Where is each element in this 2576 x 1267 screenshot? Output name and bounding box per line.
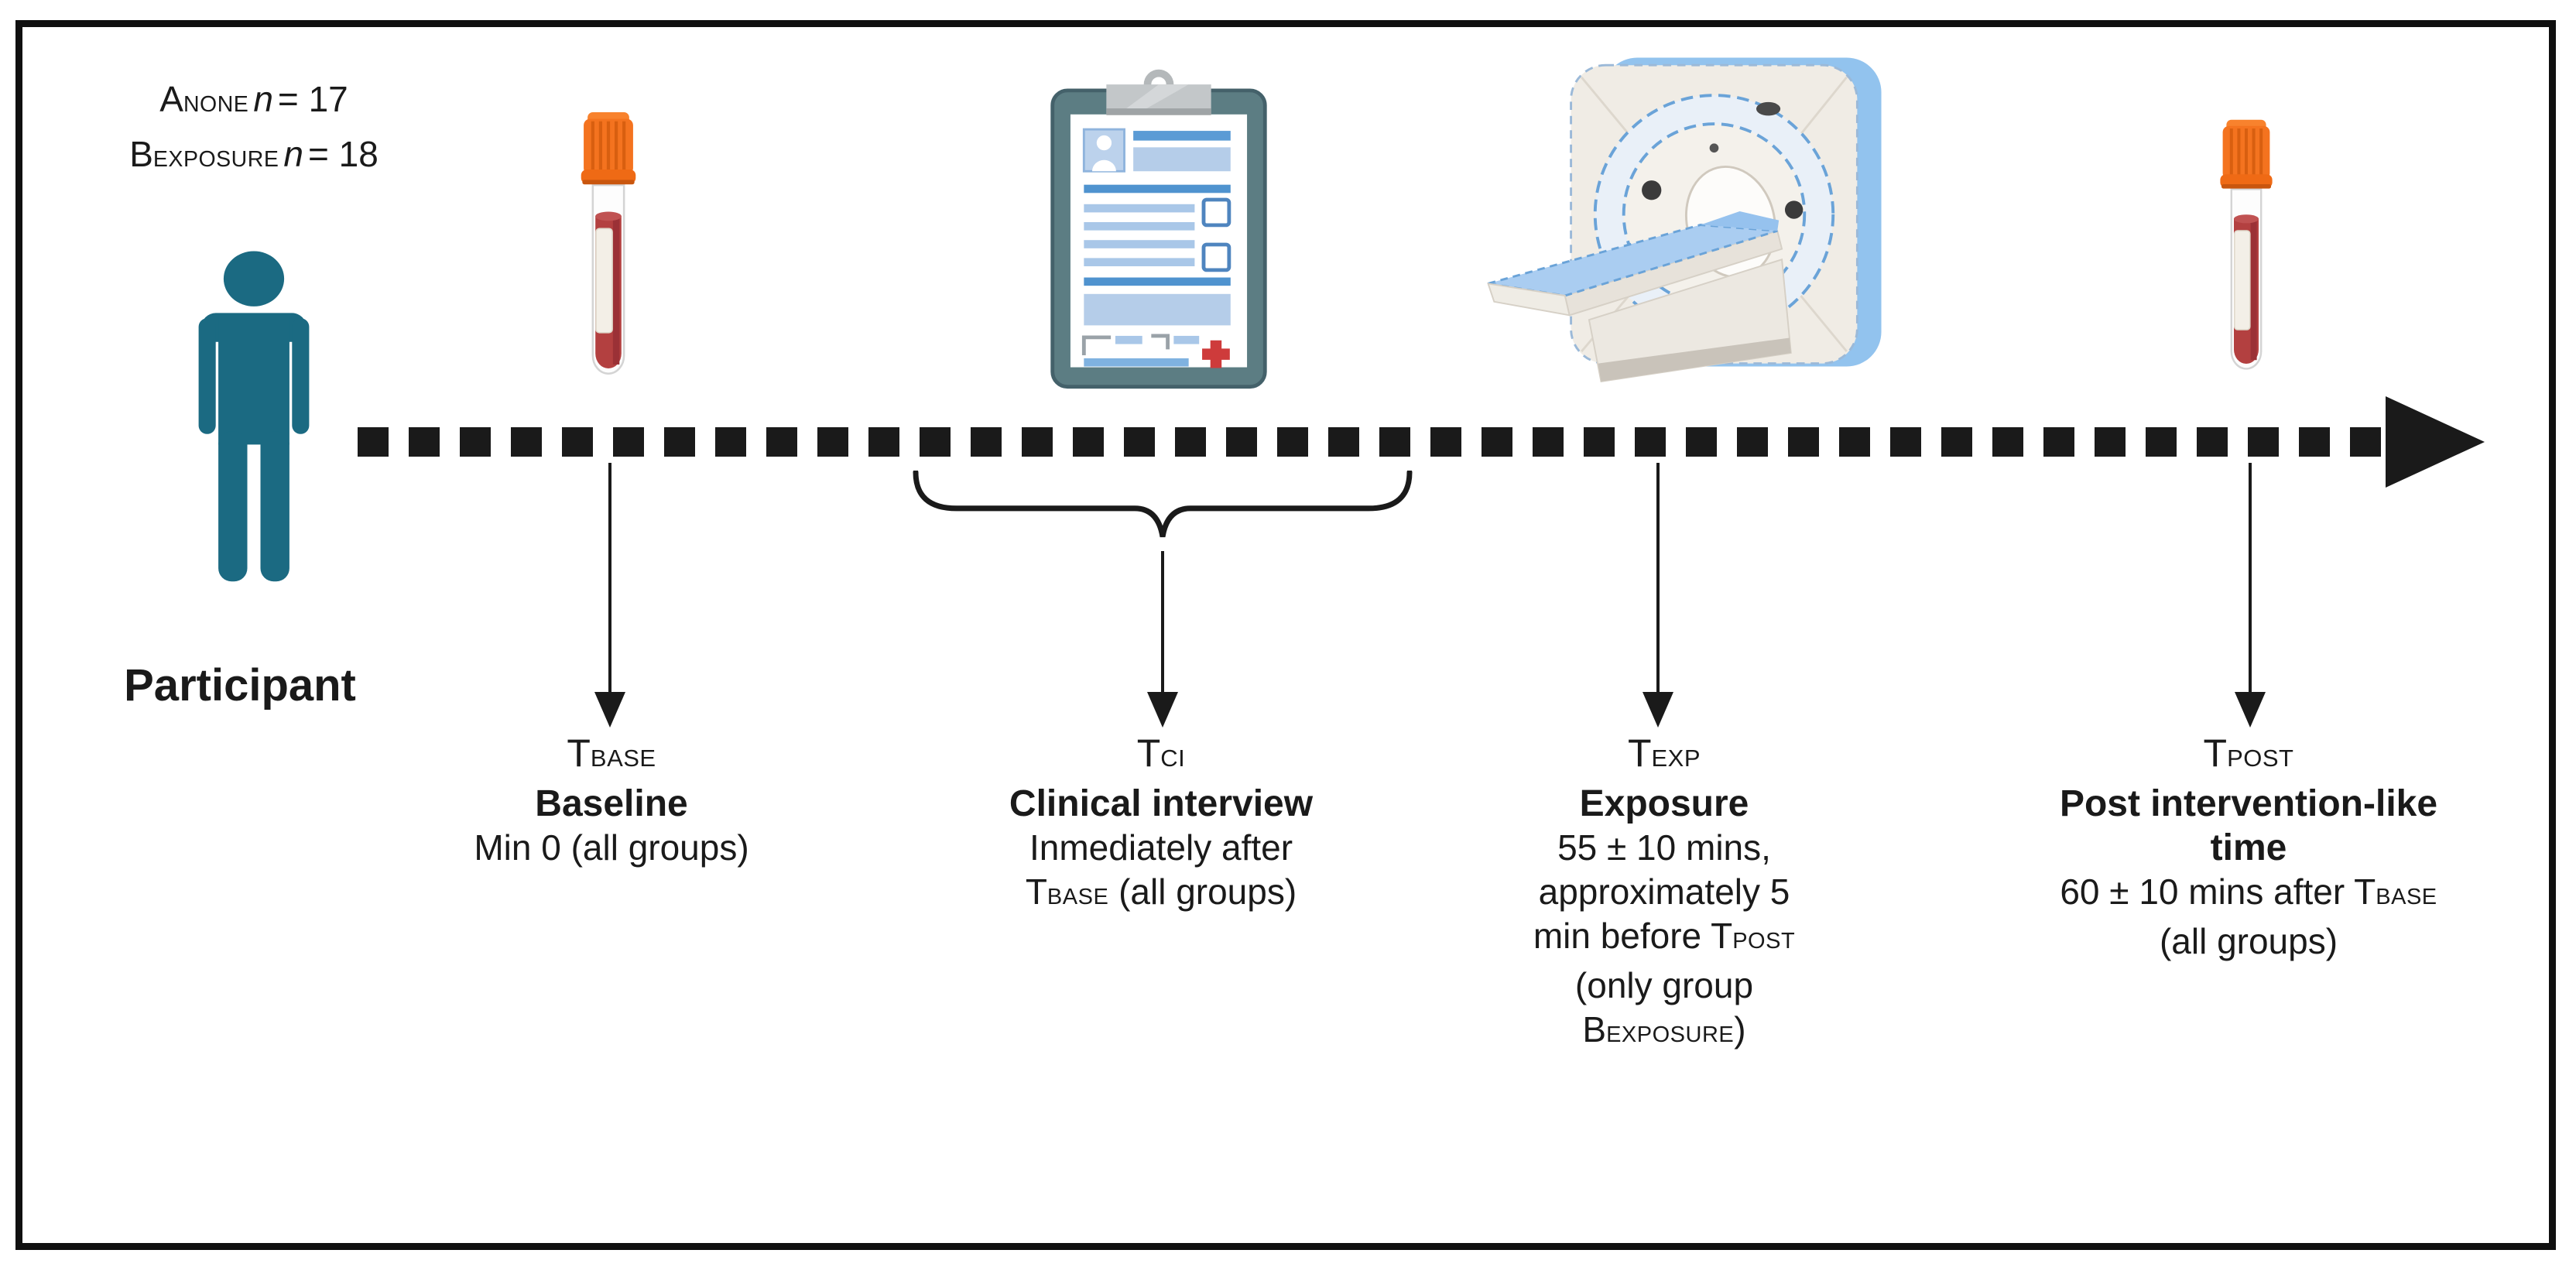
timepoint-title: Post intervention-like — [2059, 783, 2438, 824]
timeline-arrowhead-icon — [2386, 396, 2485, 488]
timepoint-detail: (all groups) — [2159, 921, 2338, 961]
timepoint-exposure: TEXP Exposure 55 ± 10 mins, approximatel… — [1440, 730, 1889, 1057]
participant-label: Participant — [124, 660, 356, 711]
timepoint-symbol: TBASE — [567, 731, 656, 775]
timepoint-symbol: TEXP — [1627, 731, 1701, 775]
timepoint-detail: 55 ± 10 mins, — [1557, 827, 1771, 868]
person-icon — [175, 245, 333, 591]
timepoint-title: Clinical interview — [1009, 783, 1314, 824]
timeline-dashed-line — [358, 427, 2389, 457]
timepoint-symbol: TPOST — [2203, 731, 2294, 775]
blood-tube-icon — [576, 108, 641, 399]
timepoint-title: Baseline — [535, 783, 688, 824]
clipboard-icon — [1046, 65, 1271, 398]
timepoint-detail: Min 0 (all groups) — [474, 827, 749, 868]
timepoint-title: Exposure — [1579, 783, 1749, 824]
curly-brace-icon — [913, 471, 1413, 538]
timepoint-detail: approximately 5 — [1538, 871, 1790, 912]
timepoint-detail: TBASE (all groups) — [1025, 871, 1297, 912]
timepoint-baseline: TBASE Baseline Min 0 (all groups) — [379, 730, 844, 870]
figure-border — [15, 20, 2556, 1250]
ct-scanner-icon — [1475, 43, 1896, 404]
timepoint-detail: BEXPOSURE) — [1582, 1009, 1746, 1050]
blood-tube-icon — [2215, 116, 2277, 392]
timepoint-post-intervention: TPOST Post intervention-like time 60 ± 1… — [1989, 730, 2508, 964]
timepoint-detail: Inmediately after — [1029, 827, 1293, 868]
timepoint-title: time — [2210, 827, 2287, 868]
timepoint-clinical-interview: TCI Clinical interview Inmediately after… — [913, 730, 1409, 919]
timepoint-detail: min before TPOST — [1533, 916, 1796, 956]
timepoint-detail: (only group — [1574, 965, 1754, 1005]
timepoint-symbol: TCI — [1136, 731, 1186, 775]
timepoint-detail: 60 ± 10 mins after TBASE — [2060, 871, 2437, 912]
